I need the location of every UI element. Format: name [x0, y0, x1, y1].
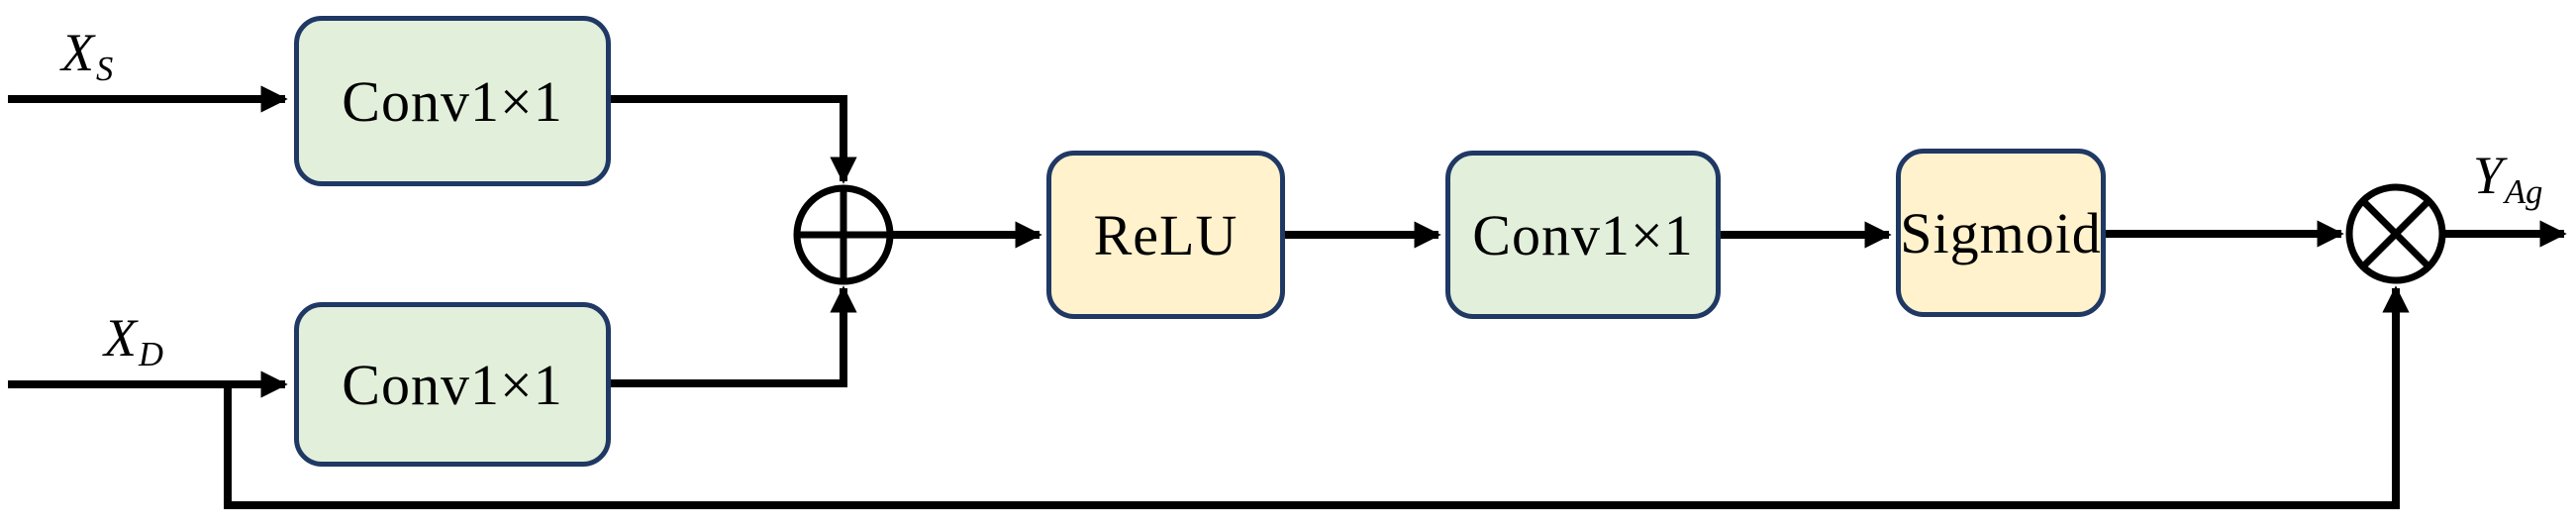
relu-block: ReLU — [1046, 151, 1285, 319]
wire-convbottom-to-add — [611, 285, 857, 387]
conv1x1-top-block: Conv1×1 — [294, 16, 611, 186]
output-yag-subscript: Ag — [2505, 172, 2543, 211]
input-xs-var: X — [61, 23, 94, 82]
input-xs-label: XS — [61, 26, 113, 86]
input-xs-subscript: S — [96, 50, 114, 88]
input-xd-var: X — [104, 308, 137, 368]
multiply-operator-icon — [2345, 183, 2446, 284]
sigmoid-block: Sigmoid — [1896, 149, 2106, 317]
input-xd-subscript: D — [139, 335, 163, 373]
output-yag-var: Y — [2473, 146, 2504, 205]
conv1x1-bottom-block: Conv1×1 — [294, 302, 611, 467]
conv1x1-middle-block: Conv1×1 — [1445, 151, 1721, 319]
wire-xd-skip-to-multiply — [224, 285, 2410, 509]
wire-convtop-to-add — [611, 95, 857, 184]
output-yag-label: YAg — [2473, 149, 2542, 209]
input-xd-label: XD — [104, 311, 163, 371]
add-operator-icon — [793, 184, 894, 285]
